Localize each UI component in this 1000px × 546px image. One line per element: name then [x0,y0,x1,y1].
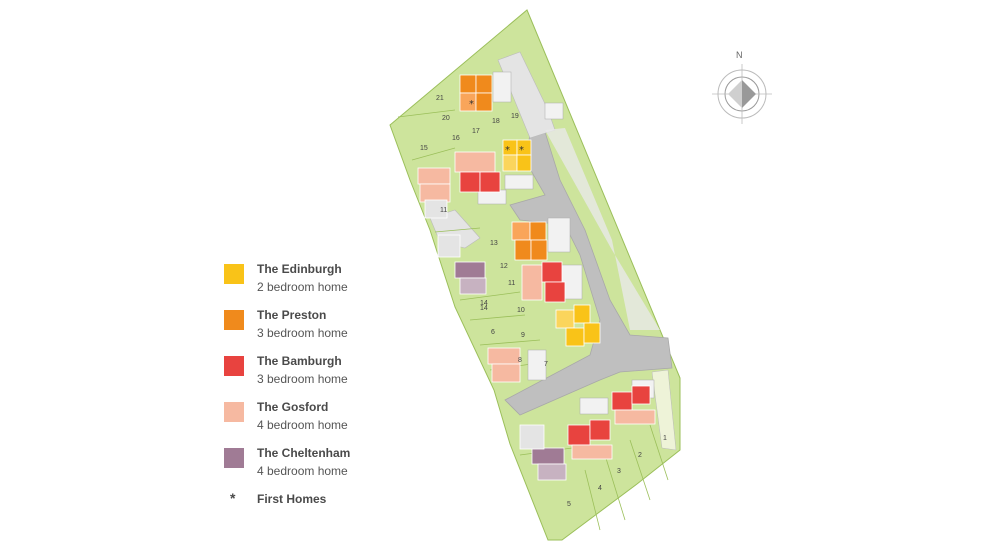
legend-desc: 3 bedroom home [257,326,348,340]
house-gosford [491,363,521,383]
parking-bays [477,71,655,415]
plot-number: 4 [598,485,602,492]
house-preston [530,239,548,261]
swatch-gosford [224,402,244,422]
plot-number: 2 [638,452,642,459]
house-preston [475,74,493,94]
house-bamburgh [567,424,591,446]
house-edinburgh [565,327,585,347]
house-preston [514,239,532,261]
house-preston [459,74,477,94]
house-edinburgh [516,154,532,172]
legend-item-cheltenham: The Cheltenham 4 bedroom home [224,446,424,486]
house-bamburgh [459,171,481,193]
plot-number: 16 [452,135,460,142]
svg-text:*: * [469,99,474,110]
plot-number: 9 [521,332,525,339]
legend-name: The Preston [257,308,327,322]
plot-number: 17 [472,128,480,135]
plot-number: 20 [442,115,450,122]
legend-name: The Cheltenham [257,446,351,460]
svg-text:*: * [519,145,524,156]
house-edinburgh [583,322,601,344]
first-homes-markers: * * * [469,99,524,156]
plot-number: 18 [492,118,500,125]
legend-desc: 3 bedroom home [257,372,348,386]
house-cheltenham [459,277,487,295]
house-bamburgh [479,171,501,193]
pavement-east [545,128,660,330]
house-gosford [571,444,613,460]
legend-item-gosford: The Gosford 4 bedroom home [224,400,424,440]
house-cheltenham [537,463,567,481]
footpath [651,369,677,451]
garage [519,424,545,450]
plot-number: 5 [567,501,571,508]
house-cheltenham [454,261,486,279]
swatch-bamburgh [224,356,244,376]
plot-number: 11 [440,207,447,214]
svg-text:*: * [505,145,510,156]
house-bamburgh [541,261,563,283]
house-edinburgh [555,309,575,329]
house-preston [475,92,493,112]
plot-number: 12 [500,263,508,270]
legend-name: The Gosford [257,400,329,414]
house-bamburgh [614,409,656,425]
garage [424,199,448,219]
plot-number: 13 [490,240,498,247]
house-bamburgh [589,419,611,441]
legend-item-bamburgh: The Bamburgh 3 bedroom home [224,354,424,394]
house-preston [511,221,531,241]
house-gosford [487,347,521,365]
swatch-edinburgh [224,264,244,284]
plot-number: 19 [511,113,519,120]
house-bamburgh [544,281,566,303]
house-bamburgh [631,385,651,405]
star-icon: * [230,490,236,506]
house-cheltenham [531,447,565,465]
plot-number: 11 [508,280,515,287]
legend-item-first-homes: * First Homes [224,490,424,532]
compass-north-label: N [736,50,743,60]
legend-item-preston: The Preston 3 bedroom home [224,308,424,348]
house-gosford [454,151,496,173]
house-bamburgh [611,391,633,411]
plot-number: 3 [617,468,621,475]
compass-rose [712,64,772,124]
swatch-cheltenham [224,448,244,468]
legend-item-edinburgh: The Edinburgh 2 bedroom home [224,262,424,302]
swatch-preston [224,310,244,330]
plot-number: 14 [480,305,488,312]
house-gosford [417,167,451,185]
legend-desc: 4 bedroom home [257,418,348,432]
legend-desc: 2 bedroom home [257,280,348,294]
legend-desc: 4 bedroom home [257,464,348,478]
main-road [504,131,673,416]
legend-name: The Bamburgh [257,354,342,368]
house-preston [529,221,547,241]
house-edinburgh [502,154,518,172]
plot-number: 21 [436,95,444,102]
plot-number: 14 [480,300,488,307]
plot-number: 6 [491,329,495,336]
legend-name: The Edinburgh [257,262,342,276]
garage [437,234,461,258]
plot-number: 7 [544,361,548,368]
plot-number: 1 [663,435,667,442]
plot-number: 8 [518,357,522,364]
plot-number: 15 [420,145,428,152]
houses [417,74,656,481]
house-gosford [521,264,543,301]
plot-number: 10 [517,307,525,314]
road-top [497,51,556,139]
house-gosford [419,183,451,203]
legend-name: First Homes [257,492,327,506]
house-edinburgh [573,304,591,324]
